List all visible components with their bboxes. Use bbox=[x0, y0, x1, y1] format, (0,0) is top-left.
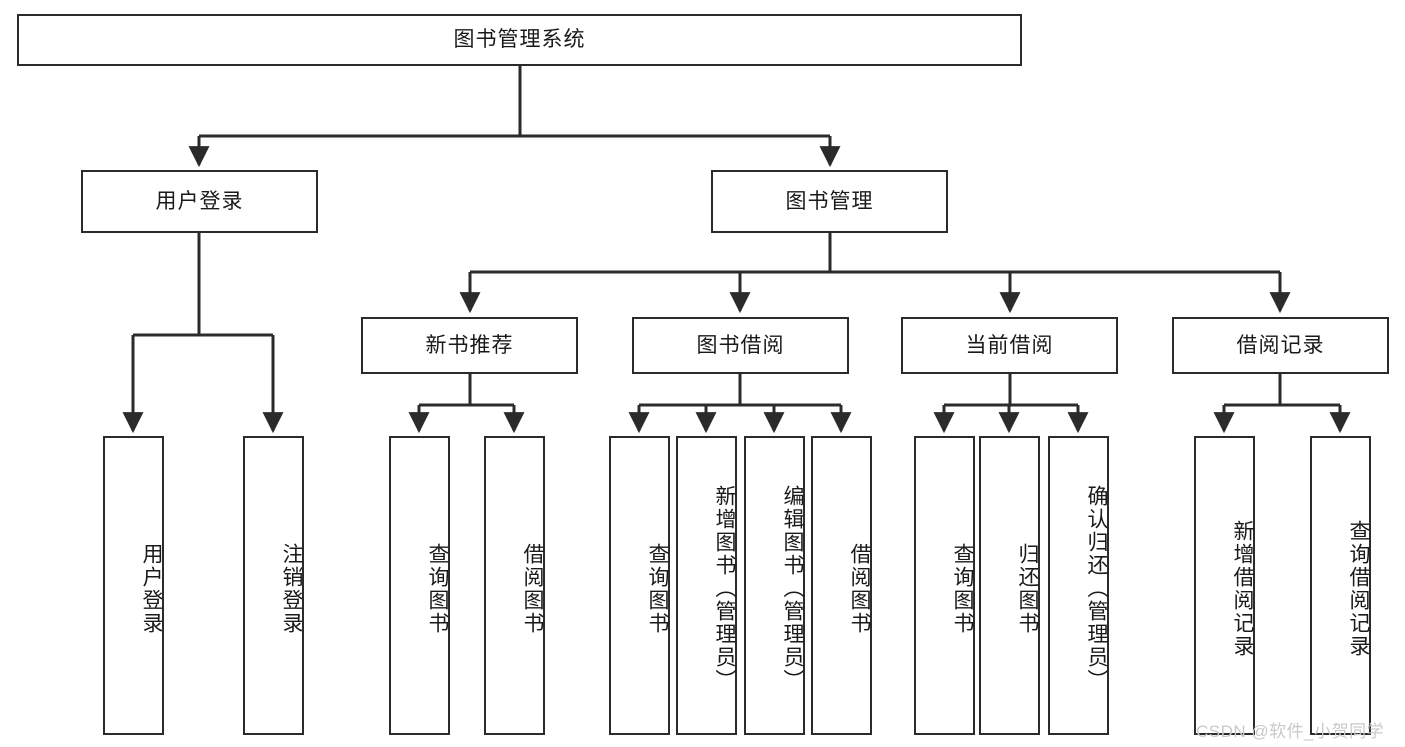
node-label: 借阅图书 bbox=[848, 542, 871, 635]
node-label: 归还图书 bbox=[1016, 542, 1039, 635]
node-root-book-management-system[interactable]: 图书管理系统 bbox=[17, 14, 1022, 66]
leaf-user-login-logout[interactable]: 注销登录 bbox=[243, 436, 304, 735]
edge-bookborrow-to-leaves bbox=[628, 405, 852, 434]
node-label: 用户登录 bbox=[140, 542, 163, 635]
node-label: 新增图书（管理员） bbox=[713, 485, 736, 692]
edge-root-to-bus bbox=[199, 66, 830, 138]
node-label: 图书管理系统 bbox=[453, 28, 586, 52]
edge-currentborrow-bus bbox=[944, 374, 1078, 407]
edge-newbook-bus bbox=[419, 374, 514, 407]
node-label: 新书推荐 bbox=[425, 333, 514, 357]
edge-bookmgmt-bus bbox=[470, 233, 1280, 274]
node-label: 借阅图书 bbox=[521, 542, 544, 635]
edge-newbook-to-leaves bbox=[408, 405, 525, 434]
node-label: 查询借阅记录 bbox=[1347, 519, 1370, 658]
node-label: 当前借阅 bbox=[965, 333, 1054, 357]
edge-userlogin-to-leaves bbox=[122, 335, 284, 434]
node-label: 图书管理 bbox=[785, 189, 874, 213]
node-label: 注销登录 bbox=[280, 542, 303, 635]
node-current-borrow[interactable]: 当前借阅 bbox=[901, 317, 1118, 374]
node-book-borrow[interactable]: 图书借阅 bbox=[632, 317, 849, 374]
node-label: 图书借阅 bbox=[696, 333, 785, 357]
leaf-user-login-login[interactable]: 用户登录 bbox=[103, 436, 164, 735]
node-borrow-record[interactable]: 借阅记录 bbox=[1172, 317, 1389, 374]
leaf-current-borrow-confirm-return[interactable]: 确认归还（管理员） bbox=[1048, 436, 1109, 735]
leaf-current-borrow-return[interactable]: 归还图书 bbox=[979, 436, 1040, 735]
node-new-book-recommend[interactable]: 新书推荐 bbox=[361, 317, 578, 374]
edge-userlogin-bus bbox=[133, 233, 273, 337]
node-label: 借阅记录 bbox=[1236, 333, 1325, 357]
node-label: 新增借阅记录 bbox=[1231, 519, 1254, 658]
node-label: 查询图书 bbox=[426, 542, 449, 635]
node-label: 确认归还（管理员） bbox=[1085, 485, 1108, 692]
node-label: 查询图书 bbox=[951, 542, 974, 635]
node-label: 用户登录 bbox=[155, 189, 244, 213]
node-label: 查询图书 bbox=[646, 542, 669, 635]
leaf-borrow-record-query[interactable]: 查询借阅记录 bbox=[1310, 436, 1371, 735]
leaf-book-borrow-edit[interactable]: 编辑图书（管理员） bbox=[744, 436, 805, 735]
edge-borrowrecord-to-leaves bbox=[1213, 405, 1351, 434]
leaf-new-book-query[interactable]: 查询图书 bbox=[389, 436, 450, 735]
node-book-management[interactable]: 图书管理 bbox=[711, 170, 948, 233]
node-user-login[interactable]: 用户登录 bbox=[81, 170, 318, 233]
node-label: 编辑图书（管理员） bbox=[781, 485, 804, 692]
edge-currentborrow-to-leaves bbox=[933, 405, 1089, 434]
csdn-watermark: CSDN @软件_小贺同学 bbox=[1196, 722, 1385, 741]
leaf-book-borrow-add[interactable]: 新增图书（管理员） bbox=[676, 436, 737, 735]
edge-borrowrecord-bus bbox=[1224, 374, 1340, 407]
edge-bookborrow-bus bbox=[639, 374, 841, 407]
leaf-book-borrow-borrow[interactable]: 借阅图书 bbox=[811, 436, 872, 735]
leaf-book-borrow-query[interactable]: 查询图书 bbox=[609, 436, 670, 735]
edge-bus-to-level2 bbox=[188, 136, 841, 168]
leaf-current-borrow-query[interactable]: 查询图书 bbox=[914, 436, 975, 735]
edge-bookmgmt-to-level3 bbox=[459, 272, 1291, 314]
leaf-borrow-record-add[interactable]: 新增借阅记录 bbox=[1194, 436, 1255, 735]
leaf-new-book-borrow[interactable]: 借阅图书 bbox=[484, 436, 545, 735]
